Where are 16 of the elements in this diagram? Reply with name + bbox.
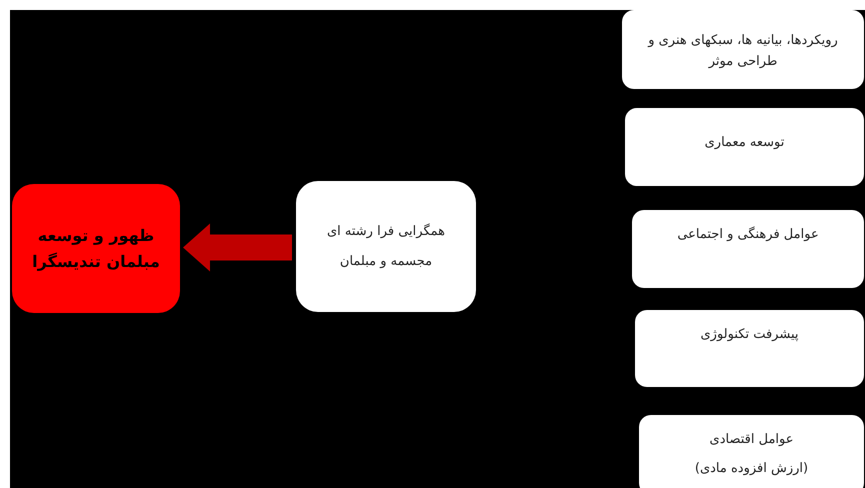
box-text: پیشرفت تکنولوژی bbox=[700, 326, 798, 344]
box-text: عوامل اقتصادی bbox=[710, 431, 794, 449]
arrow bbox=[183, 224, 292, 272]
factor-box bbox=[639, 415, 864, 488]
outcome-box bbox=[12, 184, 180, 313]
box-text: رویکردها، بیانیه ها، سبکهای هنری و طراحی موثر bbox=[646, 32, 839, 71]
box-text: عوامل فرهنگی و اجتماعی bbox=[677, 226, 819, 244]
factor-box bbox=[296, 181, 476, 312]
box-text: ظهور و توسعه مبلمان تندیسگرا bbox=[31, 224, 161, 273]
factor-box bbox=[635, 310, 864, 387]
box-text: (ارزش افزوده مادی) bbox=[694, 460, 808, 478]
box-text: توسعه معماری bbox=[704, 134, 784, 152]
factor-box bbox=[622, 10, 864, 89]
factor-box bbox=[625, 108, 864, 186]
factor-box bbox=[632, 210, 864, 288]
box-text: همگرایی فرا رشته ای مجسمه و مبلمان bbox=[326, 222, 446, 270]
